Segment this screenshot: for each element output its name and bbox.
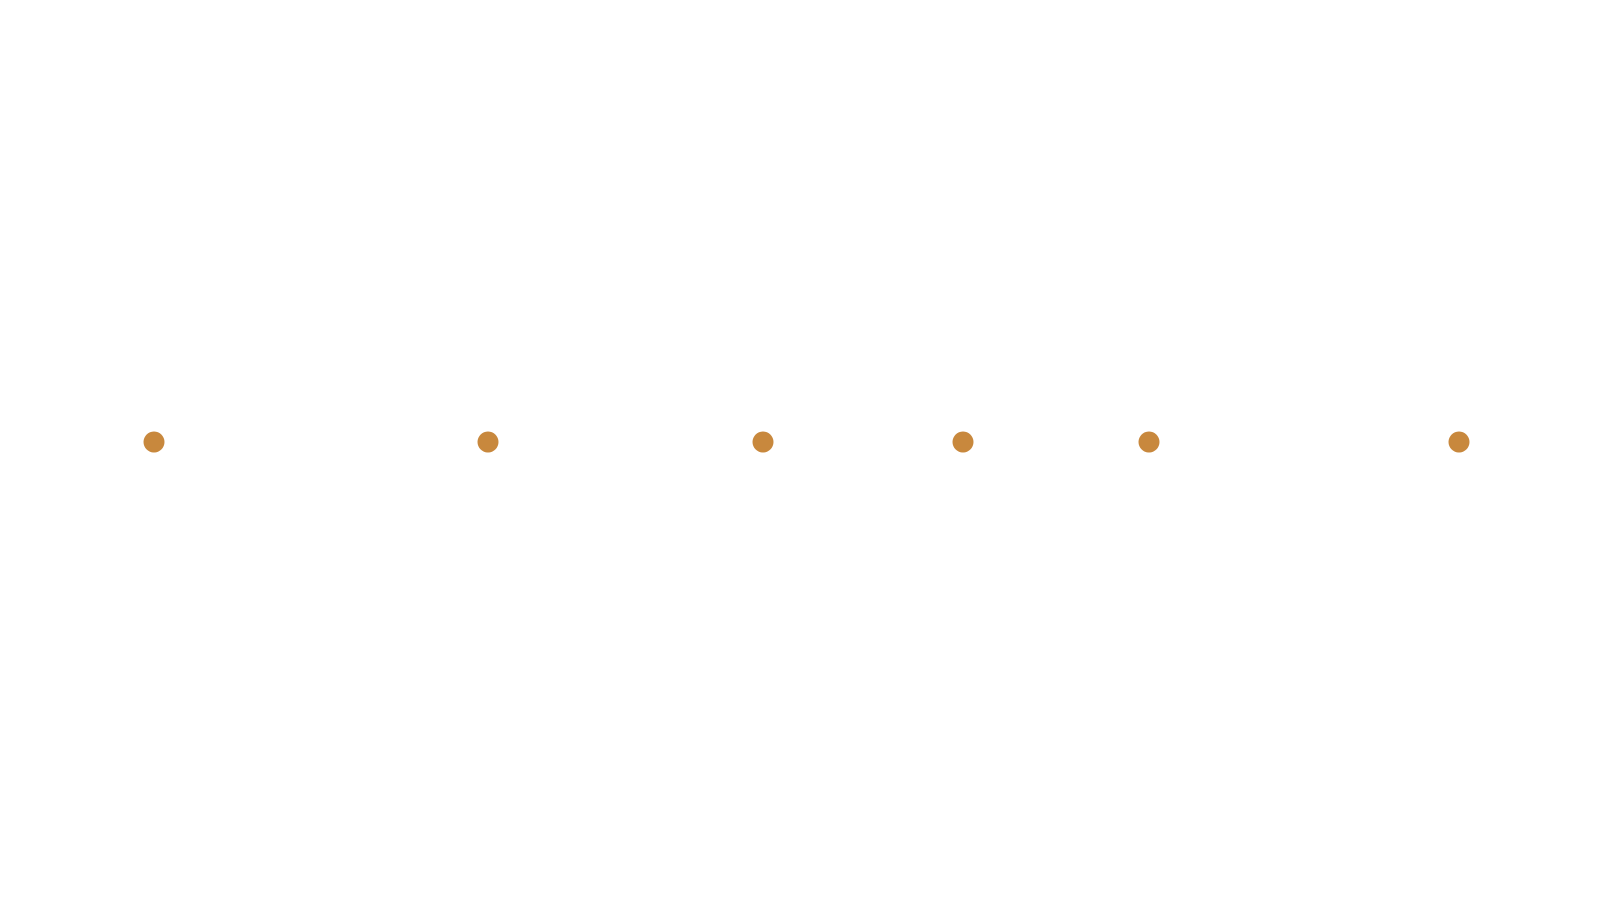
timeline-dot-6 bbox=[1448, 431, 1470, 453]
timeline-dot-5 bbox=[1138, 431, 1160, 453]
timeline-dot-3 bbox=[752, 431, 774, 453]
timeline-dot-4 bbox=[952, 431, 974, 453]
timeline-dot-2 bbox=[477, 431, 499, 453]
dots-layer bbox=[143, 431, 1470, 453]
timeline-dot-1 bbox=[143, 431, 165, 453]
